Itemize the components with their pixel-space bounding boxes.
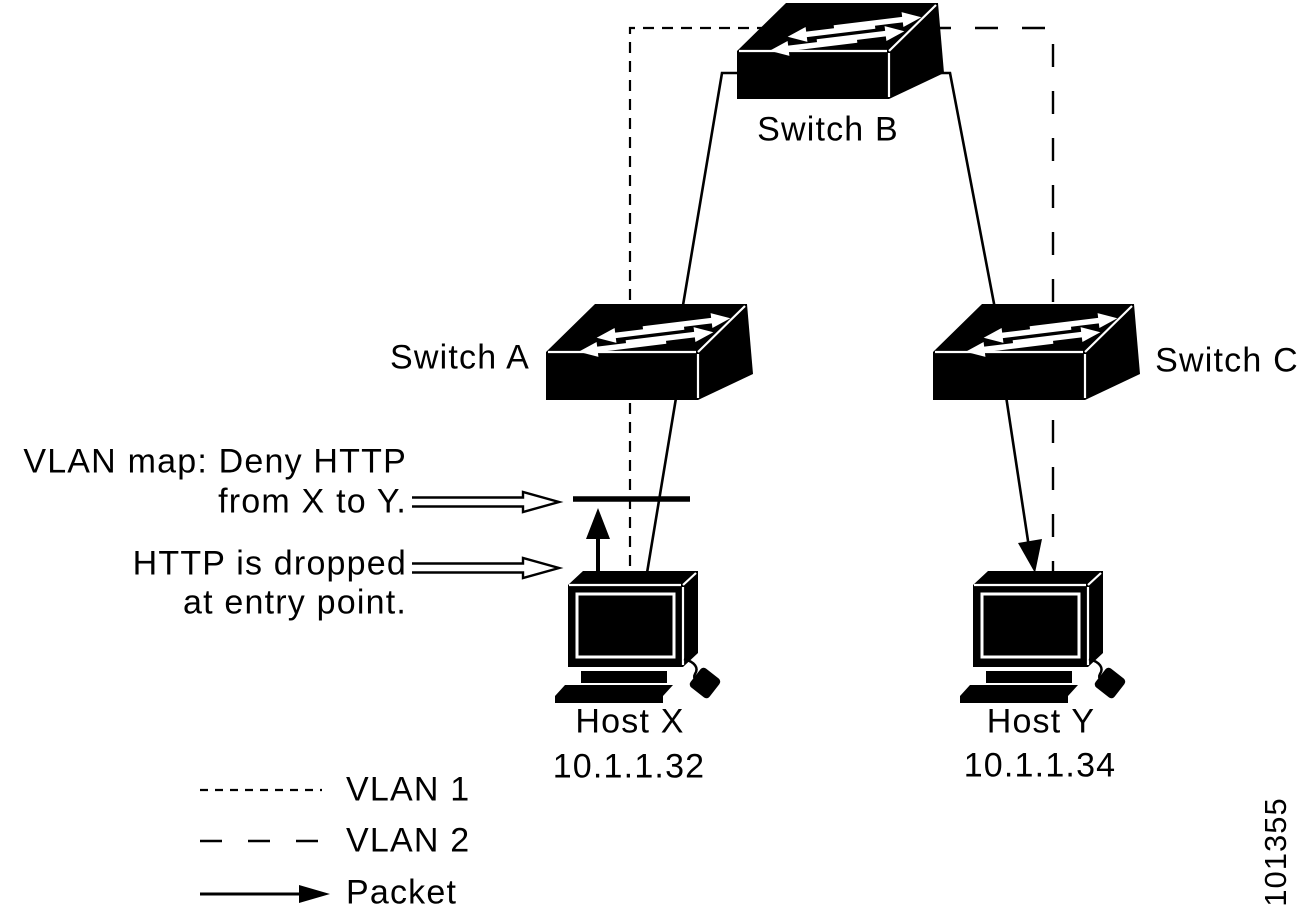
switch-a-icon — [546, 304, 753, 400]
vlan-map-annotation-line2: from X to Y. — [218, 482, 407, 521]
host-y-label: Host Y — [986, 702, 1096, 741]
link-switcha-hostx — [644, 397, 678, 580]
host-y-icon — [958, 569, 1129, 705]
legend-packet-label: Packet — [346, 873, 458, 912]
legend-packet-arrowhead — [299, 885, 330, 903]
host-x-label: Host X — [575, 702, 685, 741]
drop-annotation-line1: HTTP is dropped — [132, 544, 407, 583]
packet-arrowhead-hosty — [1018, 539, 1042, 573]
host-x-ip: 10.1.1.32 — [552, 747, 706, 786]
switch-c-icon — [933, 304, 1140, 400]
figure-number: 101355 — [1258, 797, 1293, 907]
vlan1-line — [628, 26, 768, 580]
switch-a-label: Switch A — [390, 338, 530, 377]
legend-vlan2-label: VLAN 2 — [346, 821, 471, 860]
switch-c-label: Switch C — [1155, 341, 1299, 380]
host-y-ip: 10.1.1.34 — [963, 746, 1117, 785]
link-switchc-hosty — [1004, 395, 1032, 555]
switch-b-icon — [737, 3, 944, 99]
link-switchb-switcha — [676, 71, 739, 336]
packet-arrowhead-hostx — [586, 508, 610, 539]
vlan2-line — [928, 26, 1055, 578]
legend-vlan1-label: VLAN 1 — [346, 770, 471, 809]
drop-annotation-line2: at entry point. — [182, 583, 407, 622]
link-switchb-switchc — [905, 71, 1002, 336]
callout-arrow-http-drop — [412, 556, 564, 580]
vlan-map-annotation-line1: VLAN map: Deny HTTP — [23, 442, 407, 481]
host-x-icon — [553, 569, 724, 705]
callout-arrow-vlan-map — [412, 490, 564, 514]
switch-b-label: Switch B — [757, 110, 899, 149]
